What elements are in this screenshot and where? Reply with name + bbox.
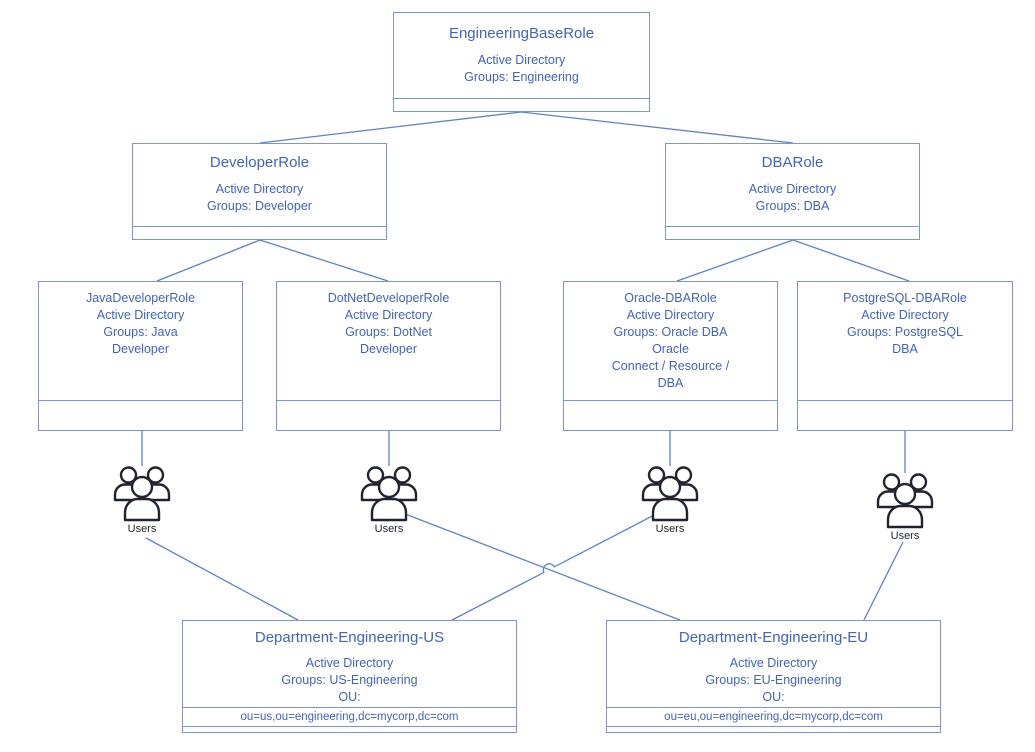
- users-icon: [641, 466, 699, 522]
- node-empty-compartment: [666, 226, 919, 239]
- node-developer-role: DeveloperRole Active Directory Groups: D…: [132, 143, 387, 240]
- node-attribute: DBA: [657, 376, 684, 390]
- node-title: DeveloperRole: [209, 154, 310, 171]
- node-title: EngineeringBaseRole: [448, 25, 595, 42]
- node-dotnet-developer-role: DotNetDeveloperRole Active Directory Gro…: [276, 281, 501, 431]
- node-attribute: Groups: US-Engineering: [281, 673, 418, 687]
- node-attribute: Groups: DotNet: [345, 325, 432, 339]
- node-empty-compartment: [39, 400, 242, 430]
- node-title: DotNetDeveloperRole: [327, 291, 450, 305]
- node-dba-role: DBARole Active Directory Groups: DBA: [665, 143, 920, 240]
- users-label: Users: [374, 523, 404, 535]
- node-title: Department-Engineering-EU: [678, 629, 869, 646]
- users-icon: [360, 466, 418, 522]
- node-title: DBARole: [761, 154, 824, 171]
- node-postgresql-dba-role: PostgreSQL-DBARole Active Directory Grou…: [797, 281, 1013, 431]
- users-icon: [113, 466, 171, 522]
- node-department-engineering-eu: Department-Engineering-EU Active Directo…: [606, 620, 941, 733]
- users-group-oracle: Users: [638, 466, 702, 535]
- node-attribute: Active Directory: [748, 182, 837, 196]
- users-label: Users: [655, 523, 685, 535]
- node-attribute: Active Directory: [215, 182, 304, 196]
- node-attribute: Active Directory: [861, 308, 949, 322]
- node-attribute: Active Directory: [477, 53, 566, 67]
- node-title: JavaDeveloperRole: [85, 291, 196, 305]
- node-empty-compartment: [394, 98, 649, 111]
- users-label: Users: [127, 523, 157, 535]
- users-group-java: Users: [110, 466, 174, 535]
- node-attribute: Active Directory: [305, 656, 394, 670]
- node-attribute: Groups: Java: [103, 325, 178, 339]
- node-attribute: Active Directory: [96, 308, 185, 322]
- users-icon: [876, 473, 934, 529]
- node-attribute: Groups: Developer: [207, 199, 312, 213]
- edge-dba-to-oracle: [676, 239, 794, 282]
- node-attribute: Groups: Engineering: [464, 70, 579, 84]
- node-attribute: Developer: [112, 342, 169, 356]
- node-title: PostgreSQL-DBARole: [843, 291, 967, 305]
- node-attribute: Active Directory: [626, 308, 715, 322]
- node-empty-compartment: [564, 400, 777, 430]
- node-empty-compartment: [798, 400, 1012, 430]
- node-attribute: Groups: Oracle DBA: [613, 325, 728, 339]
- users-label: Users: [890, 530, 920, 542]
- node-attribute: Groups: DBA: [755, 199, 830, 213]
- node-empty-compartment: [133, 226, 386, 239]
- edge-developer-to-java: [156, 239, 261, 282]
- node-empty-compartment: [607, 726, 940, 732]
- users-group-dotnet: Users: [357, 466, 421, 535]
- node-attribute: Oracle: [652, 342, 689, 356]
- edge-users4-to-dept-eu: [863, 541, 904, 621]
- node-empty-compartment: [183, 726, 516, 732]
- node-empty-compartment: [277, 400, 500, 430]
- node-java-developer-role: JavaDeveloperRole Active Directory Group…: [38, 281, 243, 431]
- edge-users3-to-dept-us: [451, 511, 661, 621]
- node-ou-value: ou=us,ou=engineering,dc=mycorp,dc=com: [183, 707, 516, 726]
- node-attribute: Developer: [360, 342, 417, 356]
- node-attribute: Groups: EU-Engineering: [705, 673, 842, 687]
- node-engineering-base-role: EngineeringBaseRole Active Directory Gro…: [393, 12, 650, 112]
- node-title: Oracle-DBARole: [624, 291, 717, 305]
- node-attribute: DBA: [892, 342, 918, 356]
- node-department-engineering-us: Department-Engineering-US Active Directo…: [182, 620, 517, 733]
- edge-base-to-dba: [520, 111, 794, 144]
- edge-users1-to-dept-us: [145, 537, 299, 621]
- edge-developer-to-dotnet: [259, 239, 389, 282]
- node-attribute: Active Directory: [344, 308, 433, 322]
- node-oracle-dba-role: Oracle-DBARole Active Directory Groups: …: [563, 281, 778, 431]
- node-attribute: Connect / Resource /: [611, 359, 730, 373]
- users-group-postgres: Users: [873, 473, 937, 542]
- node-attribute: Active Directory: [729, 656, 818, 670]
- node-ou-value: ou=eu,ou=engineering,dc=mycorp,dc=com: [607, 707, 940, 726]
- node-title: Department-Engineering-US: [254, 629, 445, 646]
- node-attribute: OU:: [338, 690, 361, 704]
- edge-base-to-developer: [259, 111, 522, 144]
- node-attribute: OU:: [762, 690, 785, 704]
- edge-dba-to-postgres: [792, 239, 910, 282]
- edge-users2-to-dept-eu: [399, 511, 681, 621]
- node-attribute: Groups: PostgreSQL: [846, 325, 964, 339]
